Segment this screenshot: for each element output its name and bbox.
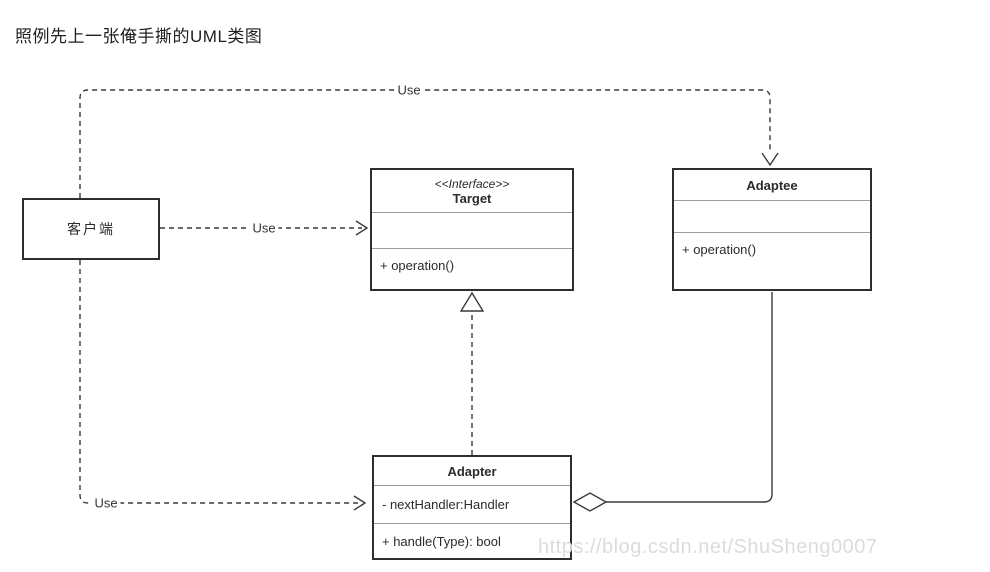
methods-section-adaptee: + operation(): [674, 232, 870, 289]
edge-label-use-bottom: Use: [91, 495, 121, 511]
class-box-adaptee: Adaptee + operation(): [672, 168, 872, 291]
class-header-adapter: Adapter: [374, 457, 570, 485]
methods-section-target: + operation(): [372, 248, 572, 289]
open-arrowhead-right-icon: [353, 495, 367, 511]
stereotype-label: <<Interface>>: [434, 176, 510, 191]
attributes-section-adapter: - nextHandler:Handler: [374, 485, 570, 523]
class-box-adapter: Adapter - nextHandler:Handler + handle(T…: [372, 455, 572, 560]
class-name-adapter: Adapter: [447, 463, 497, 479]
edge-label-use-middle: Use: [249, 220, 279, 236]
edge-adapter-to-target-realization: [459, 291, 485, 455]
attributes-section-target: [372, 212, 572, 248]
class-header-adaptee: Adaptee: [674, 170, 870, 200]
attributes-section-adaptee: [674, 200, 870, 232]
hollow-diamond-icon: [572, 492, 608, 512]
class-name-target: Target: [452, 190, 492, 206]
method-row: + operation(): [380, 258, 455, 273]
page-title: 照例先上一张俺手撕的UML类图: [15, 27, 263, 46]
open-arrowhead-down-icon: [761, 152, 779, 167]
class-name-client: 客户端: [67, 221, 115, 237]
watermark-text: https://blog.csdn.net/ShuSheng0007: [538, 536, 878, 558]
edge-client-to-adapter: [79, 260, 367, 511]
class-header-target: <<Interface>> Target: [372, 170, 572, 212]
attribute-row: - nextHandler:Handler: [382, 497, 510, 512]
class-box-client: 客户端: [22, 198, 160, 260]
edge-label-use-top: Use: [394, 82, 424, 98]
edge-adapter-to-adaptee-aggregation: [572, 292, 773, 512]
class-name-adaptee: Adaptee: [746, 177, 798, 193]
hollow-triangle-arrowhead-icon: [459, 291, 485, 312]
edge-client-to-adaptee: [79, 89, 779, 198]
method-row: + operation(): [682, 242, 757, 257]
class-box-target: <<Interface>> Target + operation(): [370, 168, 574, 291]
open-arrowhead-right-icon: [355, 220, 369, 236]
methods-section-adapter: + handle(Type): bool: [374, 523, 570, 558]
method-row: + handle(Type): bool: [382, 533, 501, 549]
